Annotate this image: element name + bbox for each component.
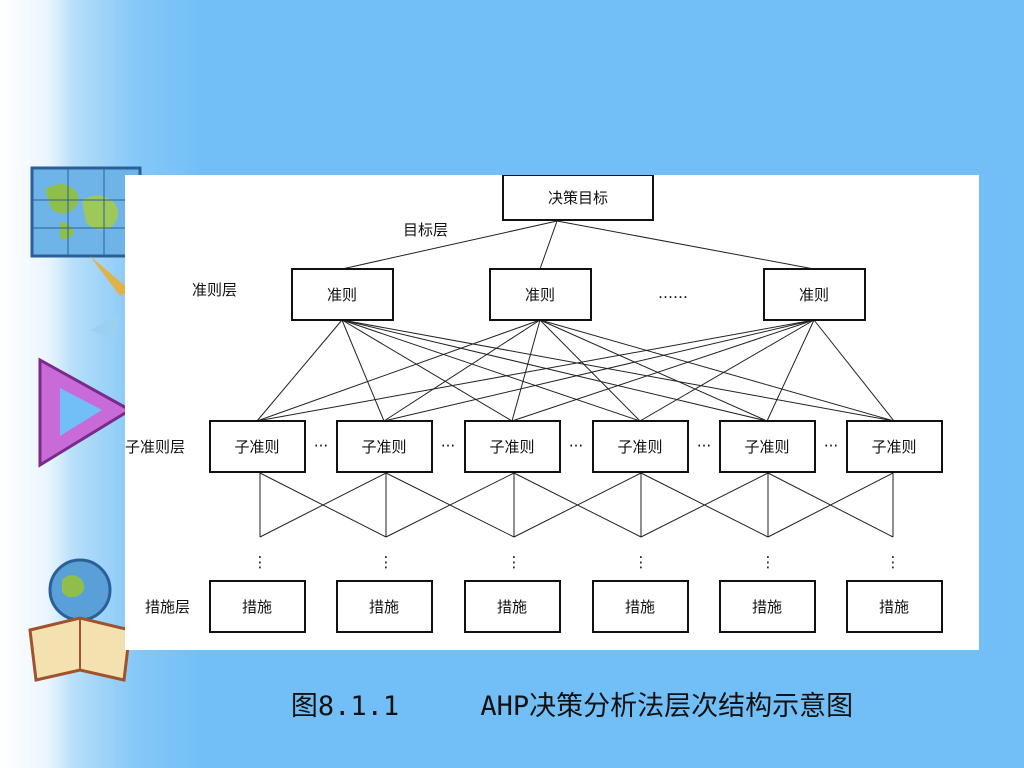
criteria-subcriteria-connector <box>256 319 815 422</box>
decorative-clipart <box>28 166 170 682</box>
measure-node-box <box>592 580 689 633</box>
subcriteria-cross-connector <box>513 472 642 538</box>
subcriteria-node-label: 子准则 <box>744 438 789 456</box>
subcriteria-ellipsis: ··· <box>569 437 583 455</box>
criteria-subcriteria-connector <box>539 319 895 422</box>
vertical-ellipsis: ⋮ <box>253 553 268 571</box>
criteria-subcriteria-connector <box>256 319 343 422</box>
criteria-subcriteria-connector <box>813 319 895 422</box>
measure-node-label: 措施 <box>625 598 655 616</box>
subcriteria-node-label: 子准则 <box>361 438 406 456</box>
criteria-layer-label: 准则层 <box>192 281 237 299</box>
figure-number: 图8.1.1 <box>290 691 400 722</box>
criteria-node-box <box>763 268 866 321</box>
measure-node-label: 措施 <box>369 598 399 616</box>
figure-title: AHP决策分析法层次结构示意图 <box>480 691 854 722</box>
goal-criteria-connector <box>539 220 558 270</box>
measure-node-box <box>209 580 306 633</box>
measure-node-label: 措施 <box>497 598 527 616</box>
vertical-ellipsis: ⋮ <box>634 553 649 571</box>
criteria-subcriteria-connector <box>539 319 641 422</box>
subcriteria-node-label: 子准则 <box>234 438 279 456</box>
criteria-ellipsis: …… <box>658 284 688 302</box>
set-square-icon <box>38 315 133 468</box>
subcriteria-node-box <box>209 420 306 473</box>
vertical-ellipsis: ⋮ <box>886 553 901 571</box>
ahp-diagram-panel: 决策目标 目标层 准则层 子准则层 措施层 准则 准则 准则 …… 子准则 子准… <box>125 175 979 650</box>
criteria-subcriteria-connector <box>256 319 541 422</box>
criteria-node-box <box>291 268 394 321</box>
criteria-subcriteria-connector <box>341 319 641 422</box>
goal-node-box <box>502 175 654 221</box>
subcriteria-node-box <box>592 420 689 473</box>
goal-criteria-connector <box>556 220 815 270</box>
subcriteria-node-label: 子准则 <box>871 438 916 456</box>
subcriteria-node-box <box>719 420 816 473</box>
criteria-subcriteria-connector <box>341 319 385 422</box>
criteria-subcriteria-connector <box>766 319 815 422</box>
criteria-subcriteria-connector <box>383 319 815 422</box>
diagram-text: 决策目标 目标层 准则层 子准则层 措施层 准则 准则 准则 …… 子准则 子准… <box>125 175 943 633</box>
subcriteria-cross-connector <box>259 472 387 538</box>
subcriteria-node-box <box>336 420 433 473</box>
subcriteria-node-box <box>846 420 943 473</box>
criteria-node-label: 准则 <box>799 286 829 304</box>
criteria-subcriteria-connector <box>511 319 815 422</box>
criteria-subcriteria-connector <box>383 319 541 422</box>
measures-layer-label: 措施层 <box>145 598 190 616</box>
criteria-node-box <box>489 268 592 321</box>
measure-node-box <box>846 580 943 633</box>
criteria-node-label: 准则 <box>327 286 357 304</box>
criteria-subcriteria-connector <box>539 319 768 422</box>
subcriteria-cross-connector <box>385 472 515 538</box>
criteria-subcriteria-connector <box>511 319 541 422</box>
measure-node-label: 措施 <box>242 598 272 616</box>
subcriteria-node-box <box>464 420 561 473</box>
subcriteria-node-label: 子准则 <box>489 438 534 456</box>
figure-caption: 图8.1.1 AHP决策分析法层次结构示意图 <box>0 684 1024 723</box>
criteria-node-label: 准则 <box>525 286 555 304</box>
subcriteria-node-label: 子准则 <box>617 438 662 456</box>
criteria-subcriteria-connector <box>639 319 815 422</box>
measure-node-label: 措施 <box>879 598 909 616</box>
subcriteria-layer-label: 子准则层 <box>125 438 185 456</box>
vertical-ellipsis: ⋮ <box>379 553 394 571</box>
measure-node-box <box>336 580 433 633</box>
vertical-ellipsis: ⋮ <box>507 553 522 571</box>
vertical-ellipsis: ⋮ <box>761 553 776 571</box>
goal-node-label: 决策目标 <box>548 189 608 207</box>
connector-lines <box>256 220 895 538</box>
criteria-subcriteria-connector <box>341 319 513 422</box>
subcriteria-ellipsis: ··· <box>824 437 838 455</box>
subcriteria-ellipsis: ··· <box>441 437 455 455</box>
goal-criteria-connector <box>341 220 558 270</box>
subcriteria-cross-connector <box>640 472 769 538</box>
world-map-icon <box>30 166 142 296</box>
ahp-hierarchy-diagram: 决策目标 目标层 准则层 子准则层 措施层 准则 准则 准则 …… 子准则 子准… <box>125 175 943 633</box>
measure-node-label: 措施 <box>752 598 782 616</box>
subcriteria-ellipsis: ··· <box>314 437 328 455</box>
criteria-subcriteria-connector <box>341 319 895 422</box>
measure-node-box <box>719 580 816 633</box>
measure-node-box <box>464 580 561 633</box>
goal-layer-label: 目标层 <box>403 221 448 239</box>
subcriteria-cross-connector <box>767 472 894 538</box>
criteria-subcriteria-connector <box>341 319 768 422</box>
subcriteria-ellipsis: ··· <box>697 437 711 455</box>
